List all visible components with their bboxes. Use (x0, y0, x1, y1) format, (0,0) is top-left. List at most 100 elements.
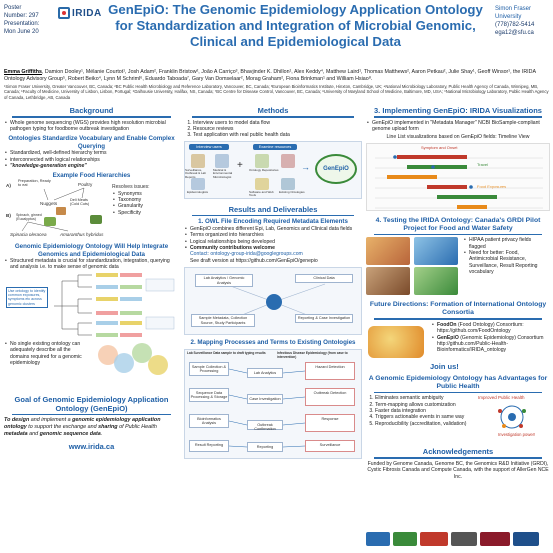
contact-name: Simon Fraser University (495, 6, 532, 20)
method-caption: Medical & Environmental Microbiologist (213, 167, 233, 179)
goal-text-part: of Public Health (117, 424, 157, 431)
integrate-bullet: Structured metadata is crucial for stand… (4, 258, 179, 271)
poster-title: GenEpiO: The Genomic Epidemiology Applic… (108, 2, 483, 49)
ontology-bullet: interconnected with logical relationship… (4, 157, 179, 164)
column-background: Background Whole genome sequencing (WGS)… (4, 106, 179, 451)
results-bullet: Community contributions welcome (184, 245, 362, 252)
document-icon (191, 153, 205, 168)
methods-step: Interview users to model data flow (193, 120, 362, 126)
method-caption: Software and Web Tools (249, 189, 274, 198)
advantage-item: Term-mapping allows customization (375, 402, 474, 408)
testing-bullets: HIPAA patient privacy fields flagged Nee… (463, 237, 549, 295)
implementing-bullet: GenEpiO implemented in "Metadata Manager… (366, 120, 550, 133)
resolves-issues: Resolves issues: Synonyms Taxonomy Granu… (112, 184, 178, 217)
graph-node: Reporting & Case Investigation (295, 314, 353, 323)
irida-logo: IRIDA (58, 4, 110, 22)
goal-text-part: genomic sequence data (39, 431, 101, 438)
map-node-mid: Case Investigation (247, 393, 283, 404)
food-photo-icon (366, 237, 410, 266)
advantage-item: Eliminates semantic ambiguity (375, 395, 474, 401)
goal-text-part: and (27, 431, 40, 438)
future-bullet: FoodOn (Food Ontology) Consortium: https… (431, 322, 549, 335)
timeline-view: Symptom and Onset Travel Food Exposures (366, 142, 550, 211)
implementing-bullets: GenEpiO implemented in "Metadata Manager… (366, 120, 550, 133)
sfu-logo-icon (420, 532, 448, 546)
single-ontology-bullet: No single existing ontology can adequate… (4, 341, 84, 367)
section-divider (374, 318, 542, 320)
goal-text-part: To design (4, 417, 30, 424)
results-graph-diagram: Lab Analytics / Genomic Analysis Clinica… (184, 267, 362, 336)
goal-text-part: sharing (98, 424, 118, 431)
methods-step: Test application with real public health… (193, 132, 362, 138)
section-title-results: Results and Deliverables (228, 204, 318, 214)
foodon-label: FoodOn (437, 321, 457, 328)
food-photo-icon (414, 237, 458, 266)
presentation-label: Presentation: (4, 21, 40, 27)
food-hierarchy-diagram: A) B) Preparation, Ready to eat Poultry … (4, 179, 179, 241)
section-divider (374, 233, 542, 236)
section-title-implementing: 3. Implementing GenEpiO: IRIDA Visualiza… (374, 106, 542, 115)
map-node-right: Response (305, 413, 355, 432)
map-node-mid: Outbreak Confirmation (247, 419, 283, 431)
goal-text-part: . (100, 431, 103, 438)
acknowledgements-text: Funded by Genome Canada, Genome BC, the … (367, 460, 549, 480)
hier-node: Deli Meats (Cold Cuts) (70, 198, 90, 207)
irida-site-link[interactable]: www.irida.ca (68, 442, 115, 452)
mcmaster-logo-icon (480, 532, 510, 546)
poster-number: Number: 297 (4, 13, 39, 19)
poster-header: Poster Number: 297 Presentation: Mon Jun… (0, 0, 553, 66)
section-title-background: Background (69, 106, 114, 115)
genepio-link[interactable]: (Genomic Epidemiology) Consortium http:/… (437, 334, 544, 354)
map-node-left: Bioinformatics Analysis (189, 413, 229, 428)
draft-version-link[interactable]: See draft version at https://github.com/… (190, 257, 318, 264)
section-divider (12, 413, 171, 416)
resolves-item: Granularity (112, 203, 178, 210)
contact-email-link[interactable]: Contact: ontology-group-irida@googlegrou… (190, 251, 303, 258)
arrow-right-icon: → (301, 161, 310, 172)
goal-text: To design and implement a genomic epidem… (4, 417, 179, 438)
phylo-tree-graphic (54, 272, 175, 337)
timeline-legend: Travel (477, 161, 488, 167)
resolves-item: Taxonomy (112, 197, 178, 204)
section-title-future: Future Directions: Formation of Internat… (369, 301, 547, 317)
timeline-legend: Food Exposures (477, 183, 507, 189)
map-node-left: Result Reporting (189, 439, 229, 452)
resolves-title: Resolves issues: (112, 184, 150, 191)
map-node-mid: Reporting (247, 441, 283, 452)
method-caption: Ontology Repositories (249, 167, 279, 172)
results-bullet: Terms organized into hierarchies (184, 232, 362, 239)
subheading-mapping: 2. Mapping Processes and Terms to Existi… (190, 339, 356, 347)
results-bullet: Logical relationships being developed (184, 239, 362, 246)
hierarchy-a-label: A) (6, 183, 11, 189)
background-bullets: Whole genome sequencing (WGS) provides h… (4, 120, 179, 133)
hier-node: Spinacia oleracea (10, 232, 47, 238)
foodon-link[interactable]: (Food Ontology) Consortium: https://gith… (437, 321, 524, 335)
resolves-item: Specificity (112, 210, 178, 217)
map-node-right: Outbreak Detection (305, 387, 355, 406)
affiliations: ¹Simon Fraser University, Greater Vancou… (4, 84, 549, 100)
section-title-acknowledgements: Acknowledgements (422, 447, 494, 457)
section-title-goal: Goal of Genomic Epidemiology Application… (14, 394, 169, 413)
graph-node: Sample Metadata, Collection Source, Stud… (191, 314, 255, 328)
food-water-photos (366, 237, 460, 296)
map-left-header: Lab Surveillance Data sample to draft ty… (187, 350, 266, 355)
section-title-advantages: A Genomic Epidemiology Ontology has Adva… (368, 374, 548, 390)
single-ontology-bullets: No single existing ontology can adequate… (4, 341, 84, 381)
hier-node: Preparation, Ready to eat (18, 179, 51, 188)
irida-logo-icon (58, 7, 70, 19)
future-bullet: GenEpiO (Genomic Epidemiology) Consortiu… (431, 335, 549, 354)
method-caption: Epidemiologists (187, 189, 209, 194)
method-caption: Existing Ontologies (279, 189, 305, 194)
ontology-network-graphic (498, 405, 526, 429)
hier-node: Nuggets (40, 201, 58, 207)
integrate-bullets: Structured metadata is crucial for stand… (4, 258, 179, 271)
sponsor-logos (366, 528, 550, 550)
background-bullet: Whole genome sequencing (WGS) provides h… (4, 120, 179, 133)
graph-node: Clinical Data (295, 274, 353, 283)
food-photo-icon (368, 325, 424, 358)
ontology-bullets: Standardized, well-defined hierarchy ter… (4, 150, 179, 170)
genepio-bubble: GenEpiO (315, 153, 357, 184)
section-divider (192, 214, 354, 217)
contact-email: ega12@sfu.ca (495, 30, 534, 36)
ontology-bullet: "knowledge-generation engine" (4, 163, 179, 170)
